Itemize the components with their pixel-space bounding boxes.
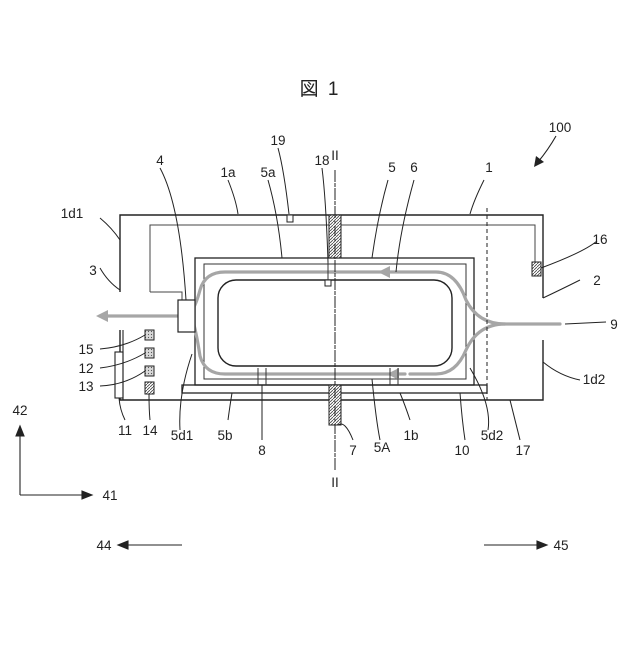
label-5: 5 <box>388 160 396 175</box>
label-18: 18 <box>314 153 329 168</box>
spacers-8 <box>258 368 398 385</box>
wiring-line-lower <box>150 292 182 300</box>
label-5d2: 5d2 <box>481 428 504 443</box>
label-5d1: 5d1 <box>171 428 194 443</box>
label-6: 6 <box>410 160 418 175</box>
direction-44 <box>118 541 182 549</box>
figure-title: 図 1 <box>300 79 341 100</box>
label-9: 9 <box>610 317 618 332</box>
outlet-4 <box>178 300 195 332</box>
sensor-19 <box>287 215 293 222</box>
sensor-18 <box>325 280 331 286</box>
label-12: 12 <box>78 361 93 376</box>
label-13: 13 <box>78 379 93 394</box>
label-11: 11 <box>118 423 132 438</box>
component-12 <box>145 348 154 358</box>
label-8: 8 <box>258 443 266 458</box>
label-42: 42 <box>12 403 27 418</box>
label-14: 14 <box>142 423 158 438</box>
component-15 <box>145 330 154 340</box>
label-17: 17 <box>515 443 530 458</box>
component-14 <box>145 382 154 394</box>
label-41: 41 <box>102 488 117 503</box>
ref-100-arrowhead <box>534 156 544 167</box>
label-15: 15 <box>78 342 93 357</box>
label-section-bottom: II <box>331 475 339 490</box>
label-100: 100 <box>549 120 572 135</box>
label-5A: 5A <box>374 440 391 455</box>
label-7: 7 <box>349 443 357 458</box>
axis-42-41 <box>16 426 92 499</box>
label-2: 2 <box>593 273 601 288</box>
label-1a: 1a <box>220 165 236 180</box>
label-5a: 5a <box>260 165 276 180</box>
label-3: 3 <box>89 263 97 278</box>
label-5b: 5b <box>217 428 232 443</box>
label-19: 19 <box>270 133 285 148</box>
label-44: 44 <box>96 538 112 553</box>
label-4: 4 <box>156 153 164 168</box>
label-1b: 1b <box>403 428 418 443</box>
label-16: 16 <box>592 232 607 247</box>
label-10: 10 <box>454 443 469 458</box>
label-45: 45 <box>553 538 568 553</box>
label-1d2: 1d2 <box>583 372 606 387</box>
component-13 <box>145 366 154 376</box>
label-1d1: 1d1 <box>61 206 84 221</box>
label-section-top: II <box>331 148 339 163</box>
component-16 <box>532 262 541 276</box>
ref-100-leader <box>538 136 556 162</box>
label-1: 1 <box>485 160 493 175</box>
direction-45 <box>484 541 547 549</box>
